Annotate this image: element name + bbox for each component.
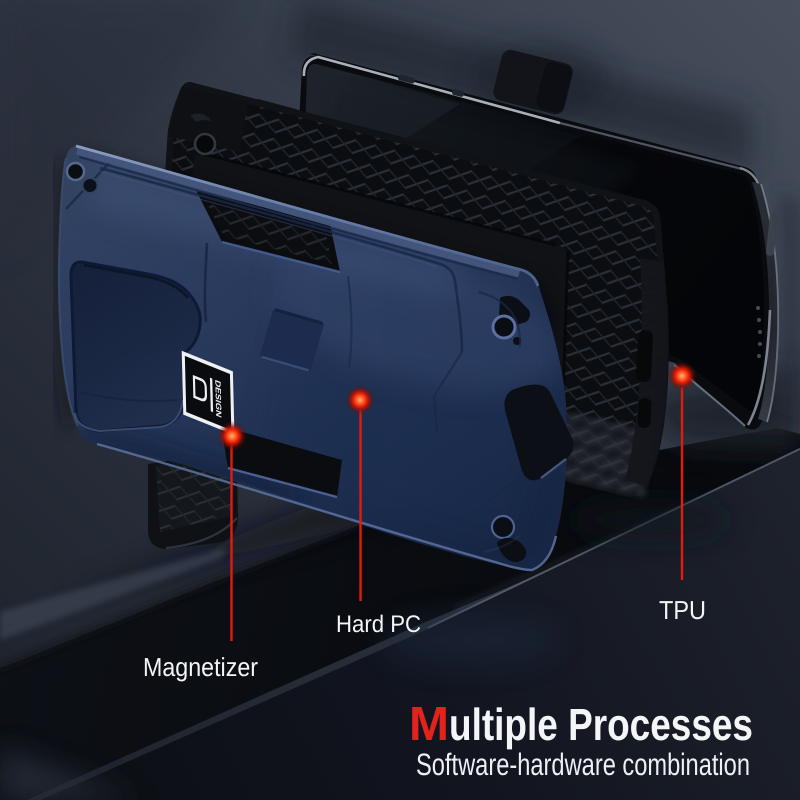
svg-text:Hard PC: Hard PC (336, 611, 421, 638)
svg-text:Software-hardware combination: Software-hardware combination (416, 747, 750, 782)
svg-text:TPU: TPU (659, 595, 706, 625)
svg-text:ultiple Processes: ultiple Processes (449, 699, 753, 750)
svg-text:M: M (409, 698, 449, 751)
svg-text:DESIGN: DESIGN (214, 379, 224, 419)
svg-text:Magnetizer: Magnetizer (143, 652, 258, 682)
